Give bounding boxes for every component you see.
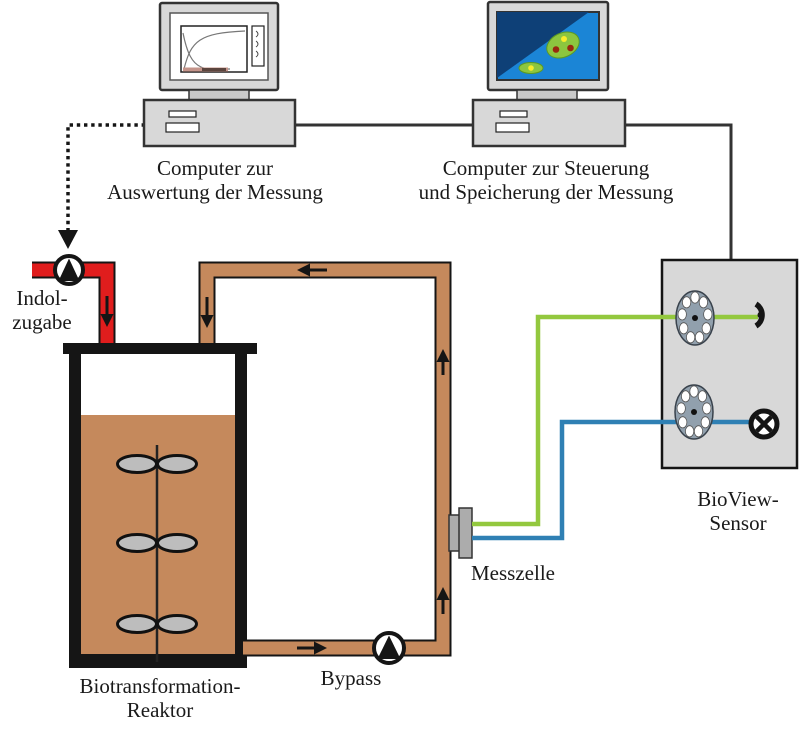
messzelle-cell bbox=[448, 507, 473, 559]
flow-arrows bbox=[100, 263, 450, 655]
flow-arrow-down-return bbox=[200, 297, 214, 328]
label-computer-left: Computer zur Auswertung der Messung bbox=[85, 156, 345, 204]
bioview-sensor-box bbox=[660, 258, 799, 470]
flow-arrow-up-lower bbox=[436, 587, 450, 614]
label-messzelle: Messzelle bbox=[471, 561, 555, 585]
drive-slot bbox=[168, 110, 197, 118]
label-line: Sensor bbox=[709, 511, 767, 535]
label-line: und Speicherung der Messung bbox=[418, 180, 674, 204]
filter-wheel-icon-bottom bbox=[674, 384, 714, 440]
computer-right bbox=[471, 0, 627, 148]
flow-arrow-right-bottom bbox=[297, 641, 327, 655]
label-indol-zugabe: Indol- zugabe bbox=[0, 286, 84, 334]
reactor-wall-right bbox=[235, 350, 247, 668]
reactor-lid bbox=[63, 343, 257, 354]
label-line: Computer zur Steuerung bbox=[442, 156, 650, 180]
label-line: zugabe bbox=[12, 310, 72, 334]
label-bypass: Bypass bbox=[320, 666, 382, 690]
label-line: Computer zur bbox=[156, 156, 274, 180]
label-line: BioView- bbox=[697, 487, 779, 511]
label-line: Reaktor bbox=[126, 698, 194, 722]
monitor-stand bbox=[188, 89, 250, 101]
label-bioview-sensor: BioView- Sensor bbox=[663, 487, 800, 535]
stirrer-impellers bbox=[116, 454, 198, 634]
computer-left bbox=[142, 1, 297, 148]
monitor-graph-icon bbox=[180, 25, 265, 73]
label-line: Biotransformation- bbox=[79, 674, 241, 698]
monitor-image-icon bbox=[497, 12, 589, 78]
drive-slot bbox=[165, 122, 200, 133]
feedback-dotted-line bbox=[58, 123, 145, 249]
computer-base bbox=[142, 98, 297, 148]
bypass-pump-icon bbox=[372, 631, 406, 665]
label-line: Auswertung der Messung bbox=[107, 180, 323, 204]
drive-slot bbox=[499, 110, 528, 118]
dosing-pump-icon bbox=[53, 254, 85, 286]
lamp-icon bbox=[748, 408, 780, 440]
filter-wheel-icon-top bbox=[675, 290, 715, 346]
excitation-fiber-blue bbox=[472, 419, 751, 541]
bioreactor bbox=[69, 350, 247, 668]
flow-arrow-down-red bbox=[100, 296, 114, 327]
reactor-wall-left bbox=[69, 350, 81, 668]
reactor-headspace bbox=[81, 353, 235, 417]
flow-arrow-left-top bbox=[297, 263, 327, 277]
monitor-stand bbox=[516, 89, 578, 101]
label-reactor: Biotransformation- Reaktor bbox=[30, 674, 290, 722]
drive-slot bbox=[495, 122, 530, 133]
flow-arrow-up-upper bbox=[436, 349, 450, 375]
detector-icon bbox=[754, 301, 765, 329]
computer-link-cable bbox=[295, 123, 733, 261]
label-line: Indol- bbox=[16, 286, 68, 310]
label-computer-right: Computer zur Steuerung und Speicherung d… bbox=[400, 156, 692, 204]
feedback-arrowhead bbox=[58, 230, 78, 249]
emission-fiber-green bbox=[472, 314, 758, 527]
